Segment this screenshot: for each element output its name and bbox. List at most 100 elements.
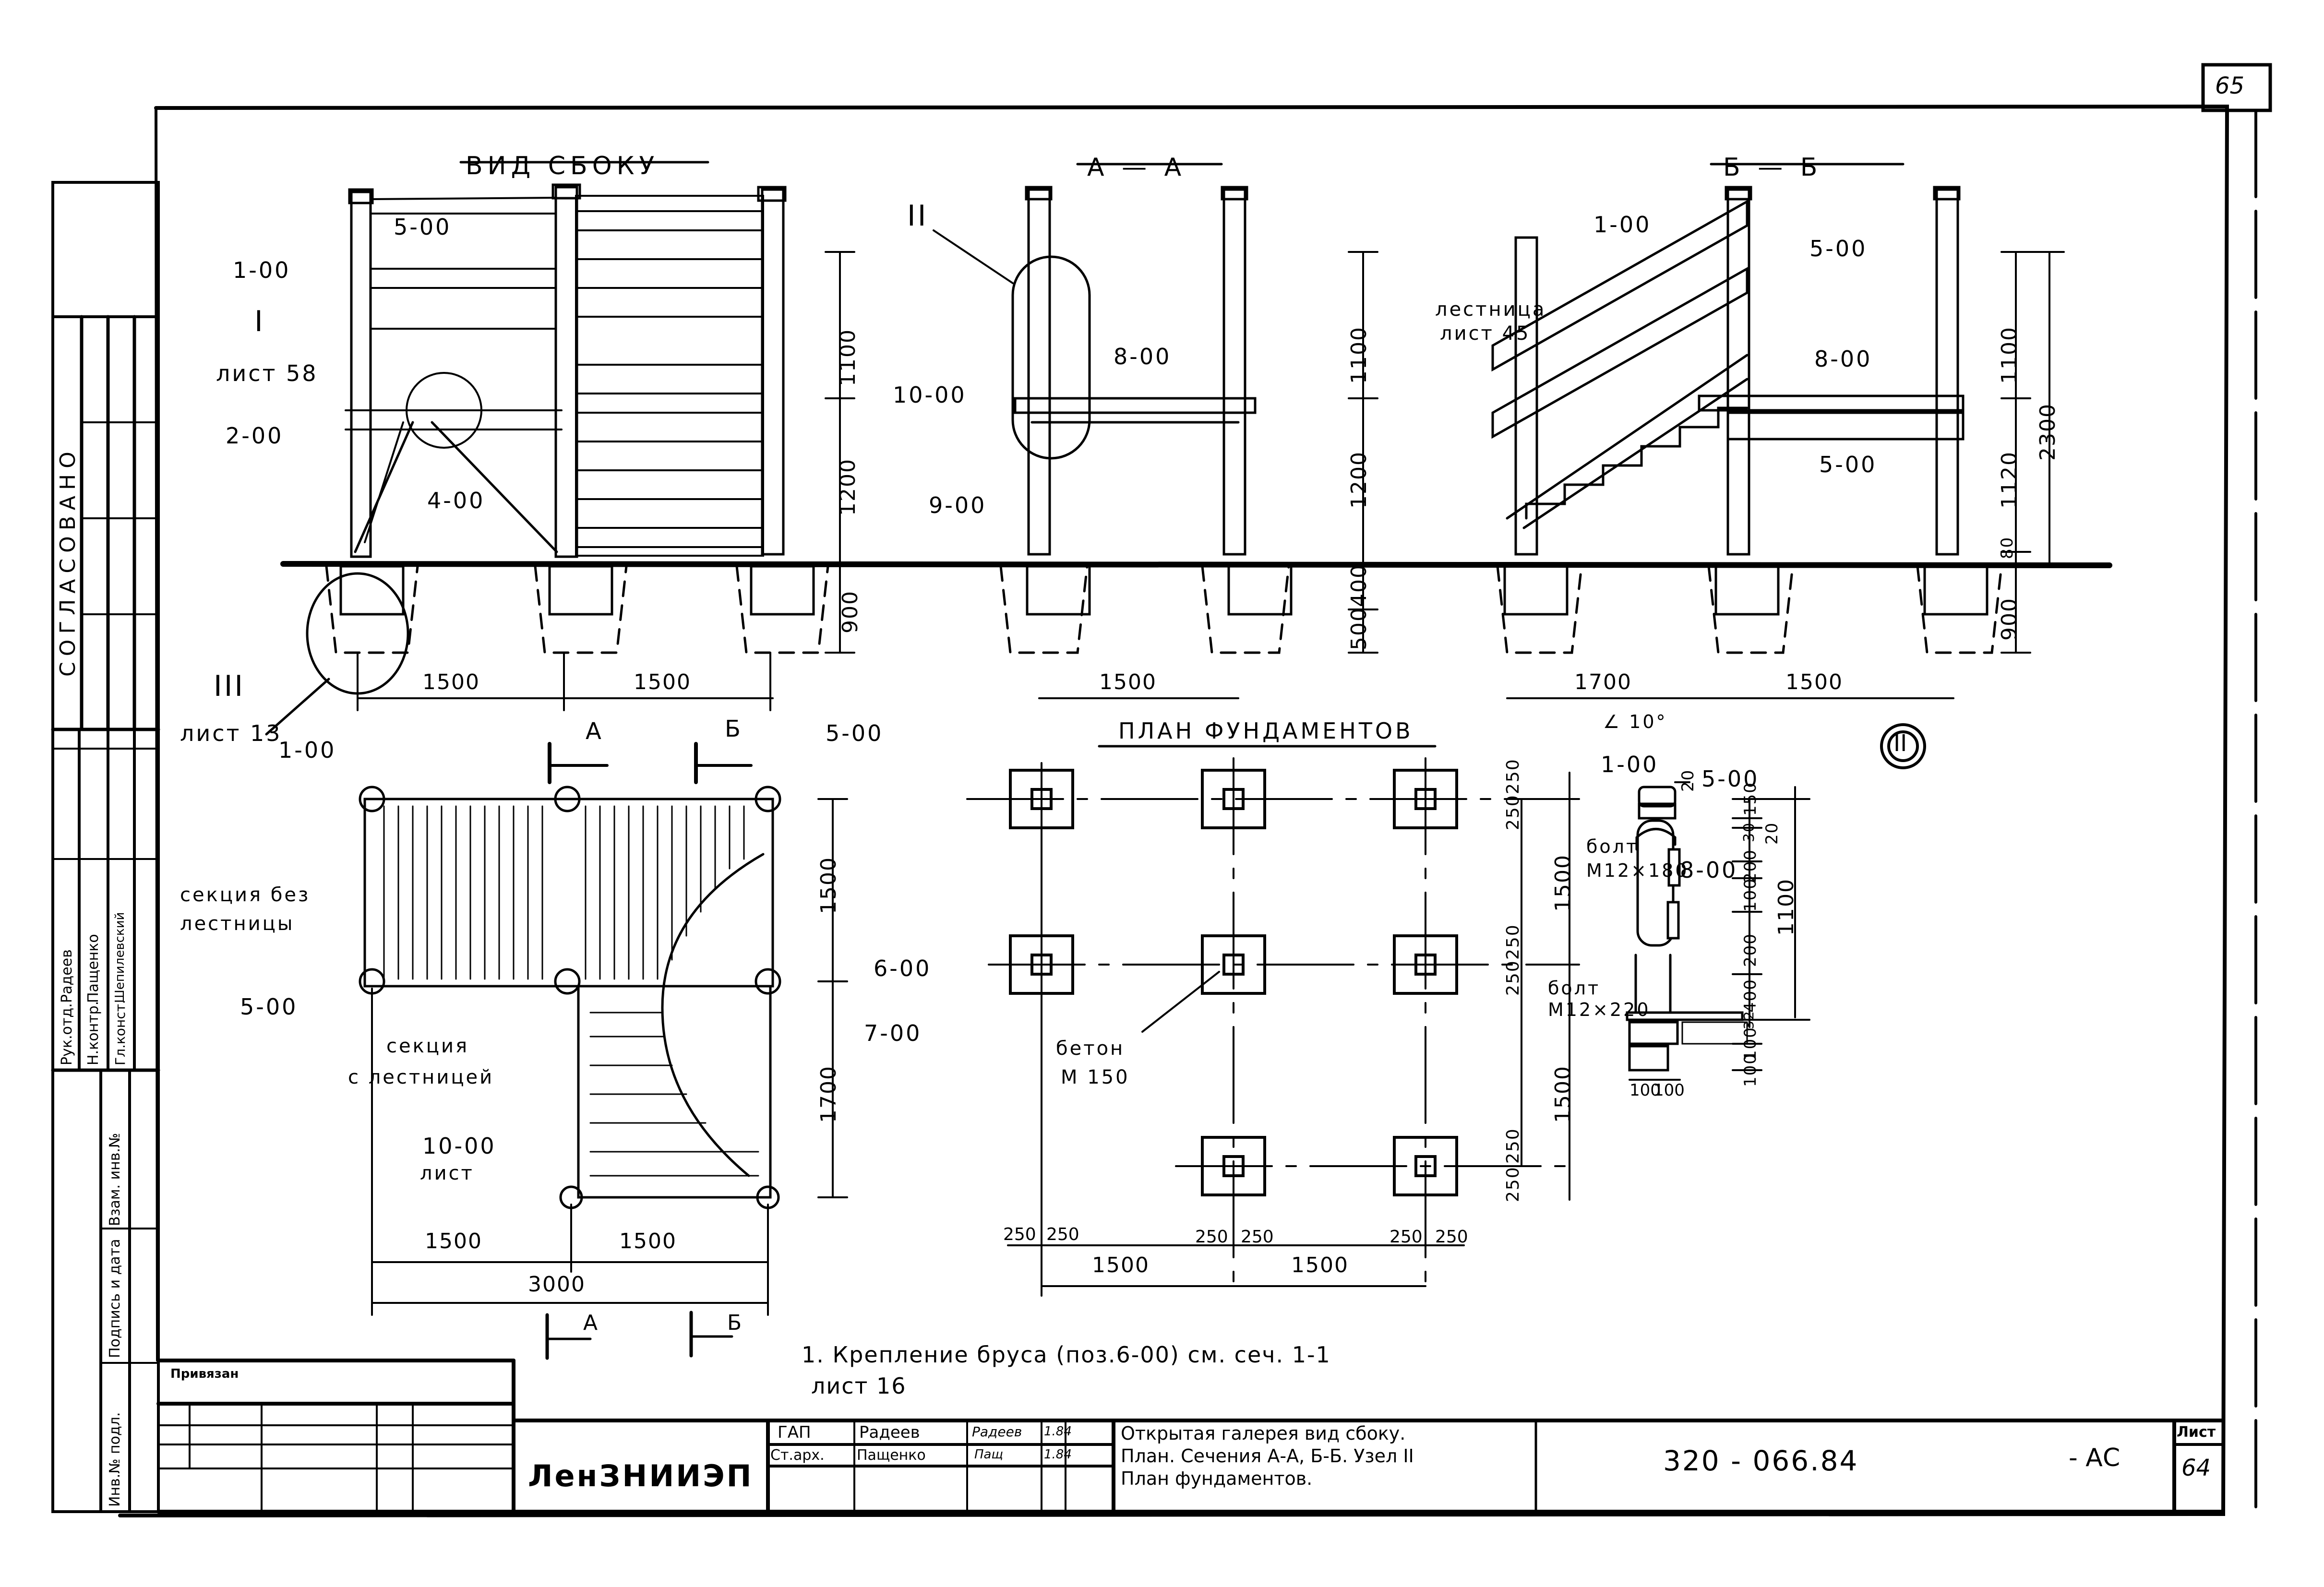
dim-plan-1500-a: 1500 [425, 1229, 482, 1253]
callout-8-00-aa: 8-00 [1114, 344, 1172, 370]
page-number-box [2201, 63, 2272, 112]
stair-ref-line2: лист 45 [1440, 322, 1531, 345]
dim-fp-h-250-2: 250 [1046, 1225, 1079, 1244]
dim-bb-1120: 1120 [1997, 451, 2022, 509]
section-with-stair-line1: секция [386, 1035, 469, 1057]
dim-fp-h-250-4: 250 [1241, 1227, 1274, 1247]
node2-dim-400: 400 [1741, 978, 1760, 1013]
dim-plan-1500: 1500 [816, 857, 841, 914]
description-line-2: План. Сечения А-А, Б-Б. Узел II [1121, 1445, 1414, 1467]
ref-10-00-line1: 10-00 [422, 1133, 496, 1159]
staff-1-date: 1.84 [1044, 1424, 1072, 1439]
page-number: 65 [2215, 72, 2245, 99]
dim-plan-3000: 3000 [528, 1272, 586, 1297]
node2-dim-150: 150 [1741, 782, 1760, 816]
dim-fp-h-250-5: 250 [1390, 1227, 1423, 1247]
callout-5-00: 5-00 [394, 214, 452, 240]
dim-fp-250-4: 250 [1503, 960, 1523, 996]
note-line-1: 1. Крепление бруса (поз.6-00) см. сеч. 1… [802, 1342, 1331, 1368]
bolt-2-label: болт [1548, 978, 1601, 999]
concrete-label: бетон [1056, 1038, 1125, 1060]
dim-fp-250-2: 250 [1503, 794, 1523, 830]
stamp-agreed: СОГЛАСОВАНО [56, 446, 80, 677]
dim-bb-1700: 1700 [1574, 670, 1632, 694]
dim-fp-h-250-3: 250 [1195, 1227, 1228, 1247]
attached-label: Привязан [170, 1367, 239, 1381]
callout-5-00-bb-top: 5-00 [1809, 236, 1868, 262]
sheet-frame [118, 104, 2229, 1517]
section-aa-title: А — А [1087, 153, 1186, 182]
dim-plan-1700: 1700 [816, 1065, 841, 1123]
node-2-callout-8-00: 8-00 [1680, 857, 1738, 883]
dim-bb-80: 80 [1998, 536, 2017, 559]
bolt-1-size: М12×180 [1586, 860, 1689, 881]
callout-1-00-bb: 1-00 [1593, 212, 1652, 238]
dim-aa-500: 500 [1347, 607, 1371, 650]
foundation-plan-title: ПЛАН ФУНДАМЕНТОВ [1118, 718, 1414, 744]
dim-bb-2300: 2300 [2036, 403, 2060, 461]
document-suffix: - АС [2069, 1444, 2120, 1472]
callout-7-00: 7-00 [864, 1020, 922, 1046]
section-mark-b-bottom: Б [727, 1311, 744, 1335]
callout-9-00: 9-00 [929, 492, 987, 518]
dim-bb-1100: 1100 [1997, 326, 2022, 384]
section-mark-a-bottom: А [583, 1311, 600, 1335]
inv-label-signature: Подпись и дата [107, 1239, 123, 1359]
ground-line [280, 561, 2112, 568]
dim-fp-h-250-6: 250 [1435, 1227, 1468, 1247]
node-2-callout-1-00: 1-00 [1601, 752, 1659, 777]
node-ref-I-sheet: лист 58 [216, 360, 318, 386]
callout-5-00-plan-left: 5-00 [240, 994, 298, 1020]
dim-fp-250-1: 250 [1503, 758, 1523, 794]
staff-1-sign: Радеев [972, 1424, 1022, 1440]
callout-1-00-plan: 1-00 [278, 737, 336, 763]
callout-4-00: 4-00 [427, 488, 485, 513]
callout-2-00: 2-00 [226, 423, 284, 449]
dim-fp-1500-1: 1500 [1551, 854, 1575, 912]
dim-1100: 1100 [836, 329, 860, 386]
node2-dim-h-100-a: 100 [1629, 1081, 1661, 1100]
node2-dim-1100: 1100 [1774, 878, 1798, 936]
dim-fp-250-3: 250 [1503, 924, 1523, 960]
node2-dim-h-100-b: 100 [1653, 1081, 1685, 1100]
node2-dim-200-b: 200 [1741, 933, 1760, 967]
staff-1-name: Радеев [859, 1423, 920, 1442]
callout-8-00-bb: 8-00 [1814, 346, 1872, 372]
dim-1500-a: 1500 [422, 670, 480, 694]
section-with-stair-line2: с лестницей [348, 1066, 494, 1088]
dim-bb-900: 900 [1997, 597, 2022, 641]
concrete-grade: М 150 [1061, 1066, 1130, 1088]
stamp-row-3-name: Шепилевский [113, 912, 127, 1003]
staff-2-role: Ст.арх. [770, 1447, 825, 1464]
node-2-marker: II [1893, 730, 1907, 757]
callout-10-00: 10-00 [893, 382, 967, 408]
stair-ref-line1: лестница [1435, 298, 1546, 321]
description-line-1: Открытая галерея вид сбоку. [1121, 1423, 1406, 1444]
side-view-title: ВИД СБОКУ [466, 152, 659, 180]
stamp-row-1-name: Радеев [59, 949, 75, 1003]
dim-plan-1500-b: 1500 [619, 1229, 677, 1253]
sheet-number: 64 [2181, 1455, 2211, 1481]
staff-2-date: 1.84 [1044, 1447, 1072, 1462]
dim-aa-400: 400 [1347, 564, 1371, 607]
dim-fp-h-250-1: 250 [1003, 1225, 1036, 1244]
dim-aa-1500: 1500 [1099, 670, 1157, 694]
dim-900: 900 [838, 590, 863, 633]
callout-5-00-plan-top: 5-00 [826, 720, 884, 746]
staff-2-sign: Пащ [974, 1447, 1003, 1462]
node2-dim-30: 30 [1741, 822, 1758, 842]
node-ref-III-sheet: лист 13 [180, 720, 282, 746]
node2-dim-100-c: 100 [1741, 1053, 1760, 1087]
bolt-1-label: болт [1586, 836, 1639, 857]
section-mark-a-top: А [586, 718, 603, 745]
dim-bb-1500: 1500 [1785, 670, 1843, 694]
staff-1-role: ГАП [778, 1423, 811, 1442]
bolt-2-size: М12×220 [1548, 999, 1651, 1020]
dim-fp-h-1500-1: 1500 [1092, 1253, 1150, 1277]
node-ref-III: III [214, 669, 245, 703]
callout-5-00-bb-bottom: 5-00 [1819, 452, 1877, 477]
dim-aa-1200: 1200 [1347, 451, 1371, 509]
dim-fp-h-1500-2: 1500 [1291, 1253, 1349, 1277]
dim-fp-250-5: 250 [1503, 1128, 1523, 1164]
